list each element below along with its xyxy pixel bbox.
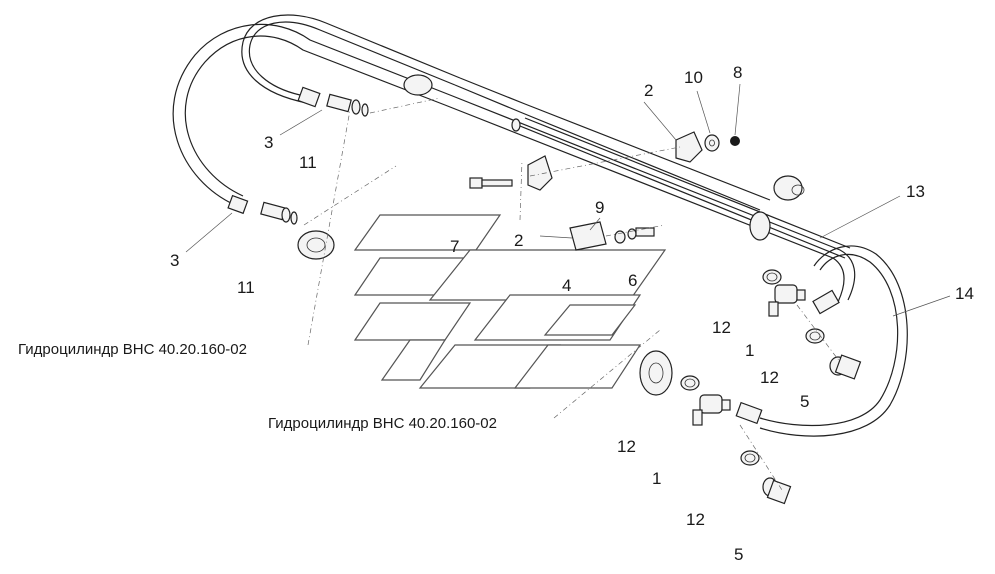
callout-4: 4 [562,276,571,295]
adapter-11-lower [260,201,298,225]
callout-1-upper: 1 [745,341,754,360]
caption-cylinder-left: Гидроцилиндр ВНС 40.20.160-02 [18,341,247,358]
banjo-5-lower [762,477,792,505]
callout-2-lower: 2 [514,231,523,250]
callout-3-upper: 3 [264,133,273,152]
tee-1-upper [768,284,806,317]
callout-11-lower: 11 [237,278,255,297]
callout-5-lower: 5 [734,545,743,564]
callout-2-upper: 2 [644,81,653,100]
callout-5-upper: 5 [800,392,809,411]
washer-9 [614,227,655,244]
callout-12-c: 12 [617,437,636,456]
callout-3-lower: 3 [170,251,179,270]
callout-1-lower: 1 [652,469,661,488]
callout-12-a: 12 [712,318,731,337]
tee-1-lower [692,394,731,426]
callout-8: 8 [733,63,742,82]
callout-13: 13 [906,182,925,201]
callout-12-d: 12 [686,510,705,529]
callout-9: 9 [595,198,604,217]
bolt-7 [469,177,513,189]
clamp-2-lower [569,221,607,251]
seal-12-a [762,269,782,285]
seal-12-d [740,450,760,466]
nut-8 [730,136,740,146]
cylinder-port-upper [773,175,805,201]
hose-upper-loop [172,14,856,303]
clamp-2-upper [675,131,703,163]
caption-cylinder-center: Гидроцилиндр ВНС 40.20.160-02 [268,415,497,432]
washer-left [297,230,335,260]
clamp-center [527,155,553,191]
seal-12-b [805,328,825,344]
cylinder-port-lower [639,350,673,396]
washer-10 [704,134,720,152]
leader-lines [185,83,951,491]
seal-12-c [680,375,700,391]
callout-6: 6 [628,271,637,290]
callout-11-upper: 11 [299,153,317,172]
adapter-11-upper [326,93,369,117]
callout-7: 7 [450,237,459,256]
callout-10: 10 [684,68,703,87]
hose-fittings [227,74,840,425]
callout-12-b: 12 [760,368,779,387]
callout-14: 14 [955,284,974,303]
watermark-logo [353,214,667,389]
banjo-5-upper [829,354,862,380]
hose-right-loop [759,245,908,437]
callouts: 3 11 3 11 2 10 8 9 7 2 4 6 13 14 12 1 12… [170,63,974,564]
